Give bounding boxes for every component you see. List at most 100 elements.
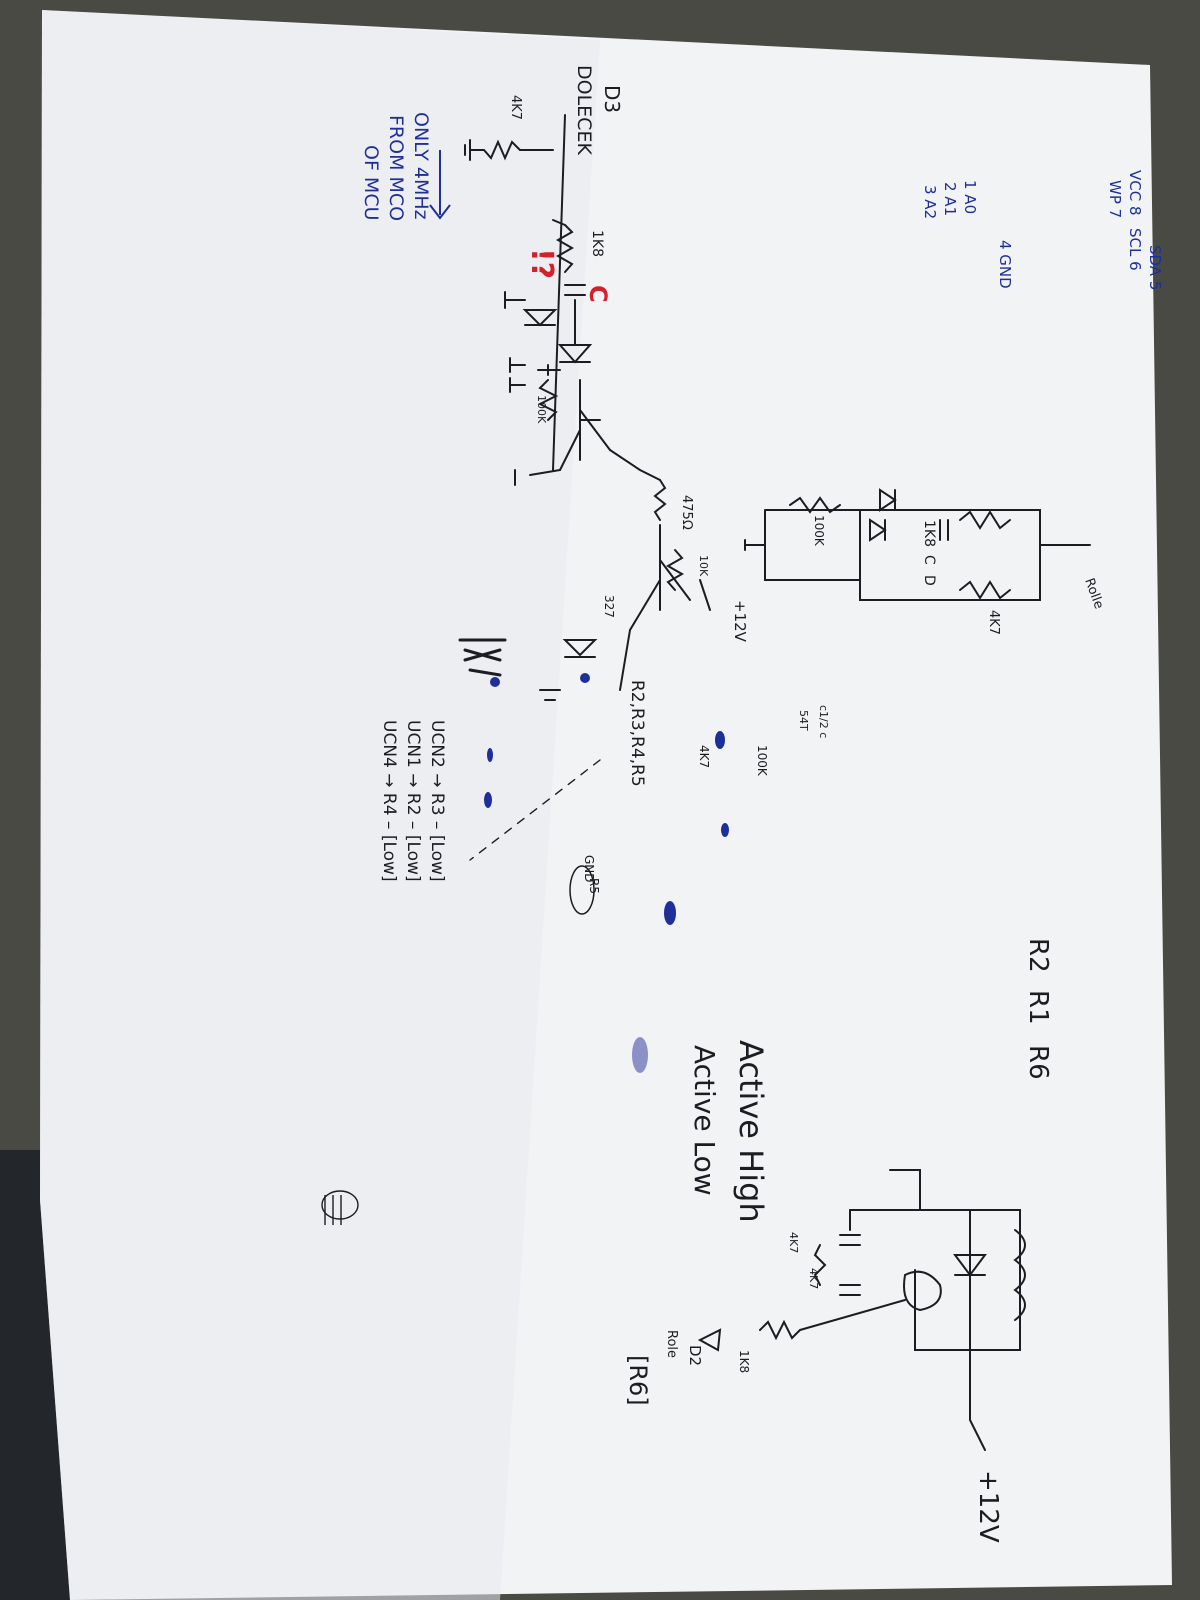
ucn-note-3: UCN4 → R4 – [Low] (379, 720, 399, 882)
r5-circle-outline (569, 865, 595, 915)
label-100k-right: 100K (755, 745, 769, 777)
label-475: 475Ω (679, 495, 694, 530)
ground-diode (504, 291, 526, 309)
ground-cap-group (509, 357, 526, 393)
wire-plus12-mid (699, 579, 711, 611)
cap-top (939, 519, 949, 541)
eeprom-pin-7: WP 7 (1106, 180, 1124, 218)
label-r5-circle: R5 (587, 878, 601, 894)
eeprom-pin-2: 2 A1 (941, 182, 959, 216)
diode-327-symbol (562, 639, 598, 658)
eeprom-pin-3: 3 A2 (921, 185, 939, 219)
label-role-relay: Role (664, 1330, 679, 1358)
paper-shade (40, 10, 600, 1600)
resistor-4k7-left-symbol (469, 139, 521, 161)
wire-t1-emitter (514, 469, 561, 486)
label-4k7-relay-b: 4K7 (787, 1232, 800, 1253)
resistor-100k-top (789, 496, 841, 514)
label-d3: D3 (600, 85, 624, 113)
label-cpins: c1/2 c (817, 705, 830, 738)
label-4k7-left: 4K7 (508, 95, 523, 120)
transistor-relay (903, 1270, 942, 1312)
label-327: 327 (602, 595, 616, 618)
resistor-475 (653, 479, 667, 521)
cap-relay-2 (839, 1284, 861, 1296)
diode-1-symbol (557, 344, 593, 364)
diode-top-1 (879, 488, 897, 512)
diode-2-symbol (522, 309, 558, 327)
label-plus12-mid: +12V (731, 600, 749, 643)
ground-327 (539, 689, 561, 701)
label-1k8-top: 1K8 (921, 520, 937, 547)
clock-input-circuit (458, 114, 711, 861)
wire-t2-to-relays (619, 629, 631, 691)
ground-left-1 (464, 139, 471, 161)
cap-c-symbol (564, 284, 586, 296)
relay-frame (849, 1209, 1021, 1351)
resistor-1k8-top (959, 510, 1011, 530)
eeprom-pin-8: VCC 8 (1126, 170, 1144, 216)
diode-d2 (697, 1328, 722, 1352)
clock-note-2: FROM MCO (385, 115, 407, 221)
top-right-circuit (744, 488, 1091, 601)
label-gnd-r5: GND (582, 855, 596, 883)
label-question: !? (524, 248, 559, 279)
label-r6: R6 (1023, 1045, 1053, 1080)
wire-to-1k8 (552, 219, 566, 226)
scribbled-component (458, 638, 507, 677)
label-dolecek: DOLECEK (573, 65, 595, 155)
eeprom-pin-4: 4 GND (996, 240, 1014, 289)
label-4k7-relay-a: 4K7 (807, 1268, 820, 1289)
dashed-leader-1 (469, 759, 601, 861)
ucn-note-1: UCN2 → R3 – [Low] (427, 720, 447, 882)
ucn-note-2: UCN1 → R2 – [Low] (403, 720, 423, 882)
label-plus12-bottom: +12V (973, 1470, 1003, 1543)
cap-relay-1 (839, 1234, 861, 1246)
diode-top-2 (869, 518, 887, 542)
resistor-relay-1k8 (759, 1319, 801, 1341)
eeprom-pin-1: 1 A0 (961, 180, 979, 214)
label-r2: R2 (1023, 938, 1053, 973)
relay-coil (1013, 1229, 1026, 1321)
wire-t1-collector (609, 449, 661, 481)
clock-arrow (429, 150, 451, 220)
labels-layer: D3 DOLECEK 4K7 1K8 C !? 100K 475Ω 10K +1… (360, 65, 1164, 1543)
label-c-red: C (584, 285, 612, 303)
label-1k8-relay: 1K8 (737, 1350, 751, 1373)
label-relays-list: R2,R3,R4,R5 (627, 680, 647, 787)
resistor-100k-cap (537, 379, 559, 421)
eeprom-pin-6: SCL 6 (1126, 228, 1144, 271)
box-frame (764, 509, 1041, 601)
relay-vertical (969, 1209, 986, 1451)
clock-note-3: OF MCU (360, 145, 382, 221)
clock-note-1: ONLY 4MHz (410, 112, 432, 220)
resistor-1k8-symbol (555, 224, 575, 273)
label-r6-box: [R6] (624, 1355, 652, 1406)
blue-dots (484, 673, 729, 1073)
label-active-high: Active High (732, 1040, 770, 1223)
cap-22-symbol (537, 364, 561, 376)
resistor-4k7-top (959, 580, 1011, 600)
label-54t: 54T (797, 710, 810, 731)
label-1k8-c: 1K8 (589, 230, 605, 257)
label-d-top: D (921, 575, 937, 586)
relay-driver-circuit (697, 1169, 1026, 1451)
label-4k7-right: 4K7 (697, 745, 711, 768)
resistor-10k-symbol (665, 549, 685, 591)
label-active-low: Active Low (688, 1045, 721, 1196)
label-4k7-top: 4K7 (986, 610, 1001, 635)
transistor-1-symbol (559, 379, 611, 471)
label-r1: R1 (1023, 990, 1053, 1025)
grid-doodle (321, 1190, 359, 1225)
label-100k-cap: 100K (535, 395, 548, 424)
ground-top (744, 539, 766, 551)
label-d2: D2 (686, 1345, 704, 1366)
transistor-2-symbol (629, 524, 691, 631)
wire-relay-in (799, 1299, 906, 1331)
label-10k: 10K (697, 555, 710, 577)
resistor-relay-4k7-a (813, 1244, 827, 1286)
relay-ground-wire (849, 1169, 921, 1231)
eeprom-pin-5: SDA 5 (1146, 245, 1164, 290)
label-100k-top: 100K (812, 515, 826, 547)
